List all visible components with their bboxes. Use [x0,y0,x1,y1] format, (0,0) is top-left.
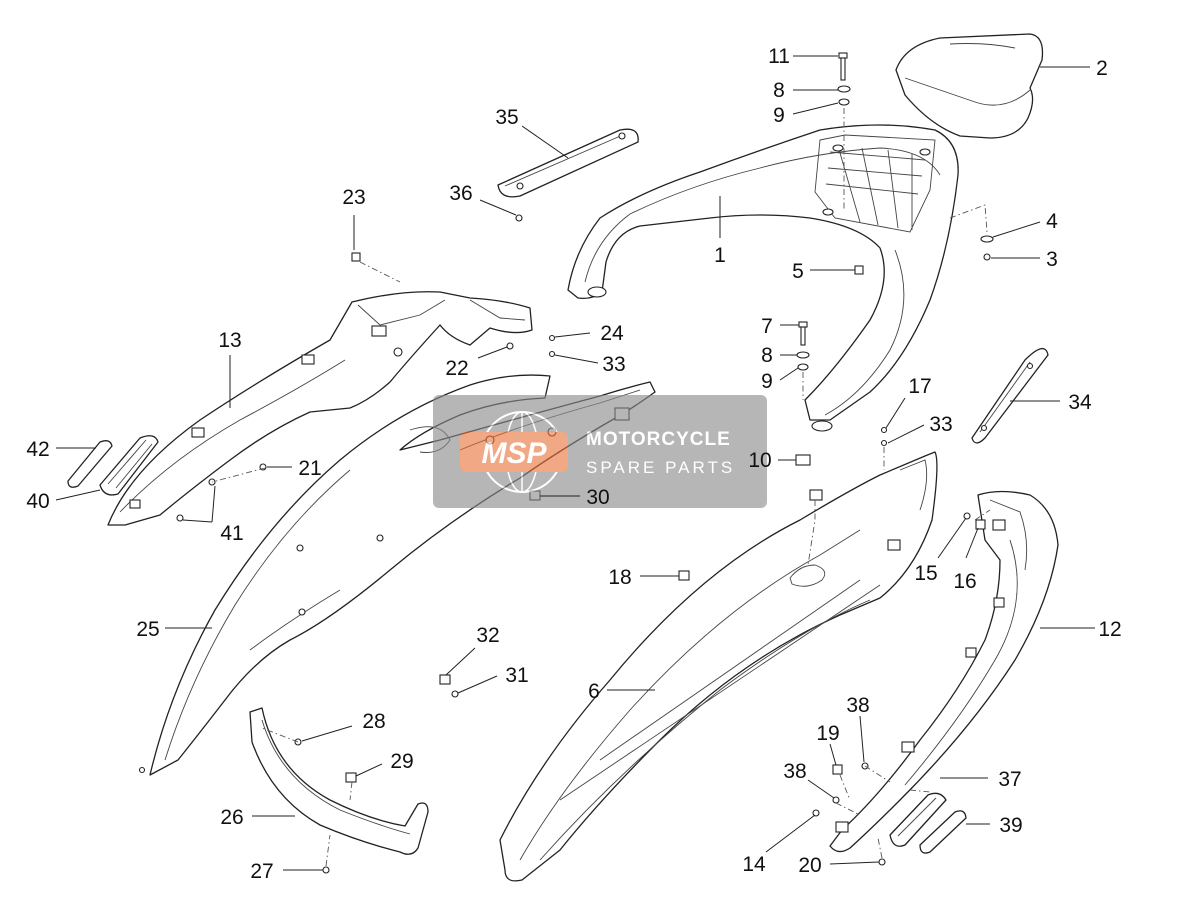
part-right-lens [919,810,967,854]
callout-36: 36 [449,182,472,205]
callout-3: 3 [1046,248,1058,271]
watermark-line2: SPARE PARTS [586,458,735,477]
callout-35: 35 [495,106,518,129]
callout-24: 24 [600,322,624,345]
callout-20: 20 [798,854,821,877]
callout-31: 31 [505,664,528,687]
callout-28: 28 [362,710,385,733]
callout-16: 16 [953,570,976,593]
part-grab-rail [567,124,959,432]
callout-37: 37 [998,768,1021,791]
callout-11: 11 [768,45,790,68]
callout-40: 40 [26,490,49,513]
callout-8-top: 8 [773,79,785,102]
callout-27: 27 [250,860,273,883]
watermark-logo-badge [460,432,568,472]
part-main-rear-body [499,451,938,882]
assembly-lines [211,108,991,867]
callout-19: 19 [816,722,839,745]
callout-41: 41 [220,522,243,545]
callout-4: 4 [1046,210,1058,233]
part-left-reflector [99,435,159,496]
callout-2: 2 [1096,57,1108,80]
part-trim-strip-right [971,348,1049,444]
callout-13: 13 [218,329,241,352]
callout-22: 22 [445,357,468,380]
part-lower-fairing [249,707,429,855]
part-seat-pad [895,33,1044,139]
callout-21: 21 [298,457,321,480]
part-trim-strip-upper [497,128,639,198]
callout-34: 34 [1068,391,1092,414]
callout-14: 14 [742,853,766,876]
callout-12: 12 [1098,618,1121,641]
callout-5: 5 [792,260,804,283]
callout-8-mid: 8 [761,344,773,367]
callout-6: 6 [588,680,600,703]
callout-38-upper: 38 [846,694,869,717]
part-left-lens [67,440,113,488]
callout-42: 42 [26,438,49,461]
callout-1: 1 [714,244,726,267]
callout-33-left: 33 [602,353,625,376]
watermark-logo-text: MSP [481,437,547,470]
callout-32: 32 [476,624,499,647]
callout-15: 15 [914,562,937,585]
part-right-reflector [889,792,947,847]
callout-17: 17 [908,375,931,398]
callout-38-lower: 38 [783,760,806,783]
callouts: 1 2 3 4 5 6 7 8 8 9 9 10 11 [26,45,1121,883]
callout-23: 23 [342,186,365,209]
callout-26: 26 [220,806,243,829]
callout-39: 39 [999,814,1022,837]
callout-9-mid: 9 [761,370,773,393]
callout-30: 30 [586,486,609,509]
callout-9-top: 9 [773,104,785,127]
callout-18: 18 [608,566,631,589]
callout-10: 10 [748,449,771,472]
part-left-panel-upper [107,291,533,526]
callout-29: 29 [390,750,413,773]
watermark: MSP MOTORCYCLE SPARE PARTS [433,395,767,508]
watermark-line1: MOTORCYCLE [586,429,731,450]
callout-7: 7 [761,315,773,338]
callout-25: 25 [136,618,159,641]
watermark-panel [433,395,767,508]
callout-33-right: 33 [929,413,952,436]
part-right-side-panel [829,490,1059,853]
